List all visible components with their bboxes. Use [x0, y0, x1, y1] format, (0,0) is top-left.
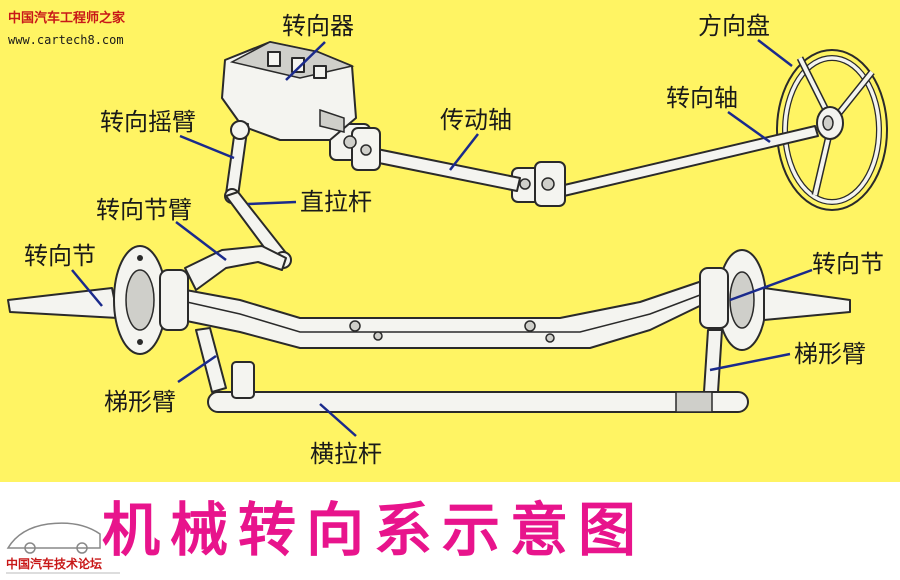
- left-knuckle-drawing: [7, 245, 189, 355]
- diagram-caption: 机械转向系示意图: [102, 496, 646, 564]
- leader-knuckle-right: [729, 268, 813, 302]
- leader-knuckle-arm: [175, 221, 227, 261]
- forum-logo-text: 中国汽车技术论坛: [6, 556, 102, 571]
- watermark-url: www.cartech8.com: [8, 33, 124, 47]
- label-steering-wheel: 方向盘: [698, 12, 770, 40]
- leader-knuckle-left: [71, 269, 103, 307]
- label-trapezoid-arm-left: 梯形臂: [104, 388, 176, 416]
- label-trapezoid-arm-right: 梯形臂: [794, 340, 866, 368]
- leader-drive-shaft: [449, 133, 479, 171]
- forum-logo: 中国汽车技术论坛: [6, 522, 120, 574]
- car-silhouette-icon: [6, 522, 101, 549]
- leader-steering-wheel: [757, 39, 793, 67]
- steering-gear-drawing: [221, 41, 357, 141]
- label-knuckle-arm: 转向节臂: [96, 196, 192, 224]
- label-tie-rod: 横拉杆: [310, 440, 382, 468]
- leader-tie-rod: [319, 403, 357, 437]
- caption-background: [0, 482, 900, 580]
- label-knuckle-left: 转向节: [24, 242, 96, 270]
- right-knuckle-drawing: [699, 249, 851, 351]
- label-pitman-arm: 转向摇臂: [100, 108, 196, 136]
- leader-steering-gear: [285, 41, 326, 81]
- leader-pitman-arm: [179, 134, 235, 160]
- leader-trapezoid-arm-right: [709, 352, 791, 372]
- upper-universal-joint-drawing: [329, 123, 381, 171]
- label-knuckle-right: 转向节: [812, 250, 884, 278]
- watermark-site-name: 中国汽车工程师之家: [8, 10, 126, 26]
- leader-trapezoid-arm-left: [177, 354, 217, 384]
- label-drive-shaft: 传动轴: [440, 106, 512, 134]
- knuckle-arm-drawing: [184, 245, 287, 291]
- lower-universal-joint-drawing: [511, 161, 566, 207]
- steering-wheel-drawing: [776, 49, 888, 211]
- label-steering-shaft: 转向轴: [666, 84, 738, 112]
- tie-rod-drawing: [207, 361, 749, 413]
- label-steering-gear: 转向器: [282, 12, 354, 40]
- leader-drag-link: [247, 200, 297, 206]
- label-drag-link: 直拉杆: [300, 188, 372, 216]
- leader-steering-shaft: [727, 110, 771, 144]
